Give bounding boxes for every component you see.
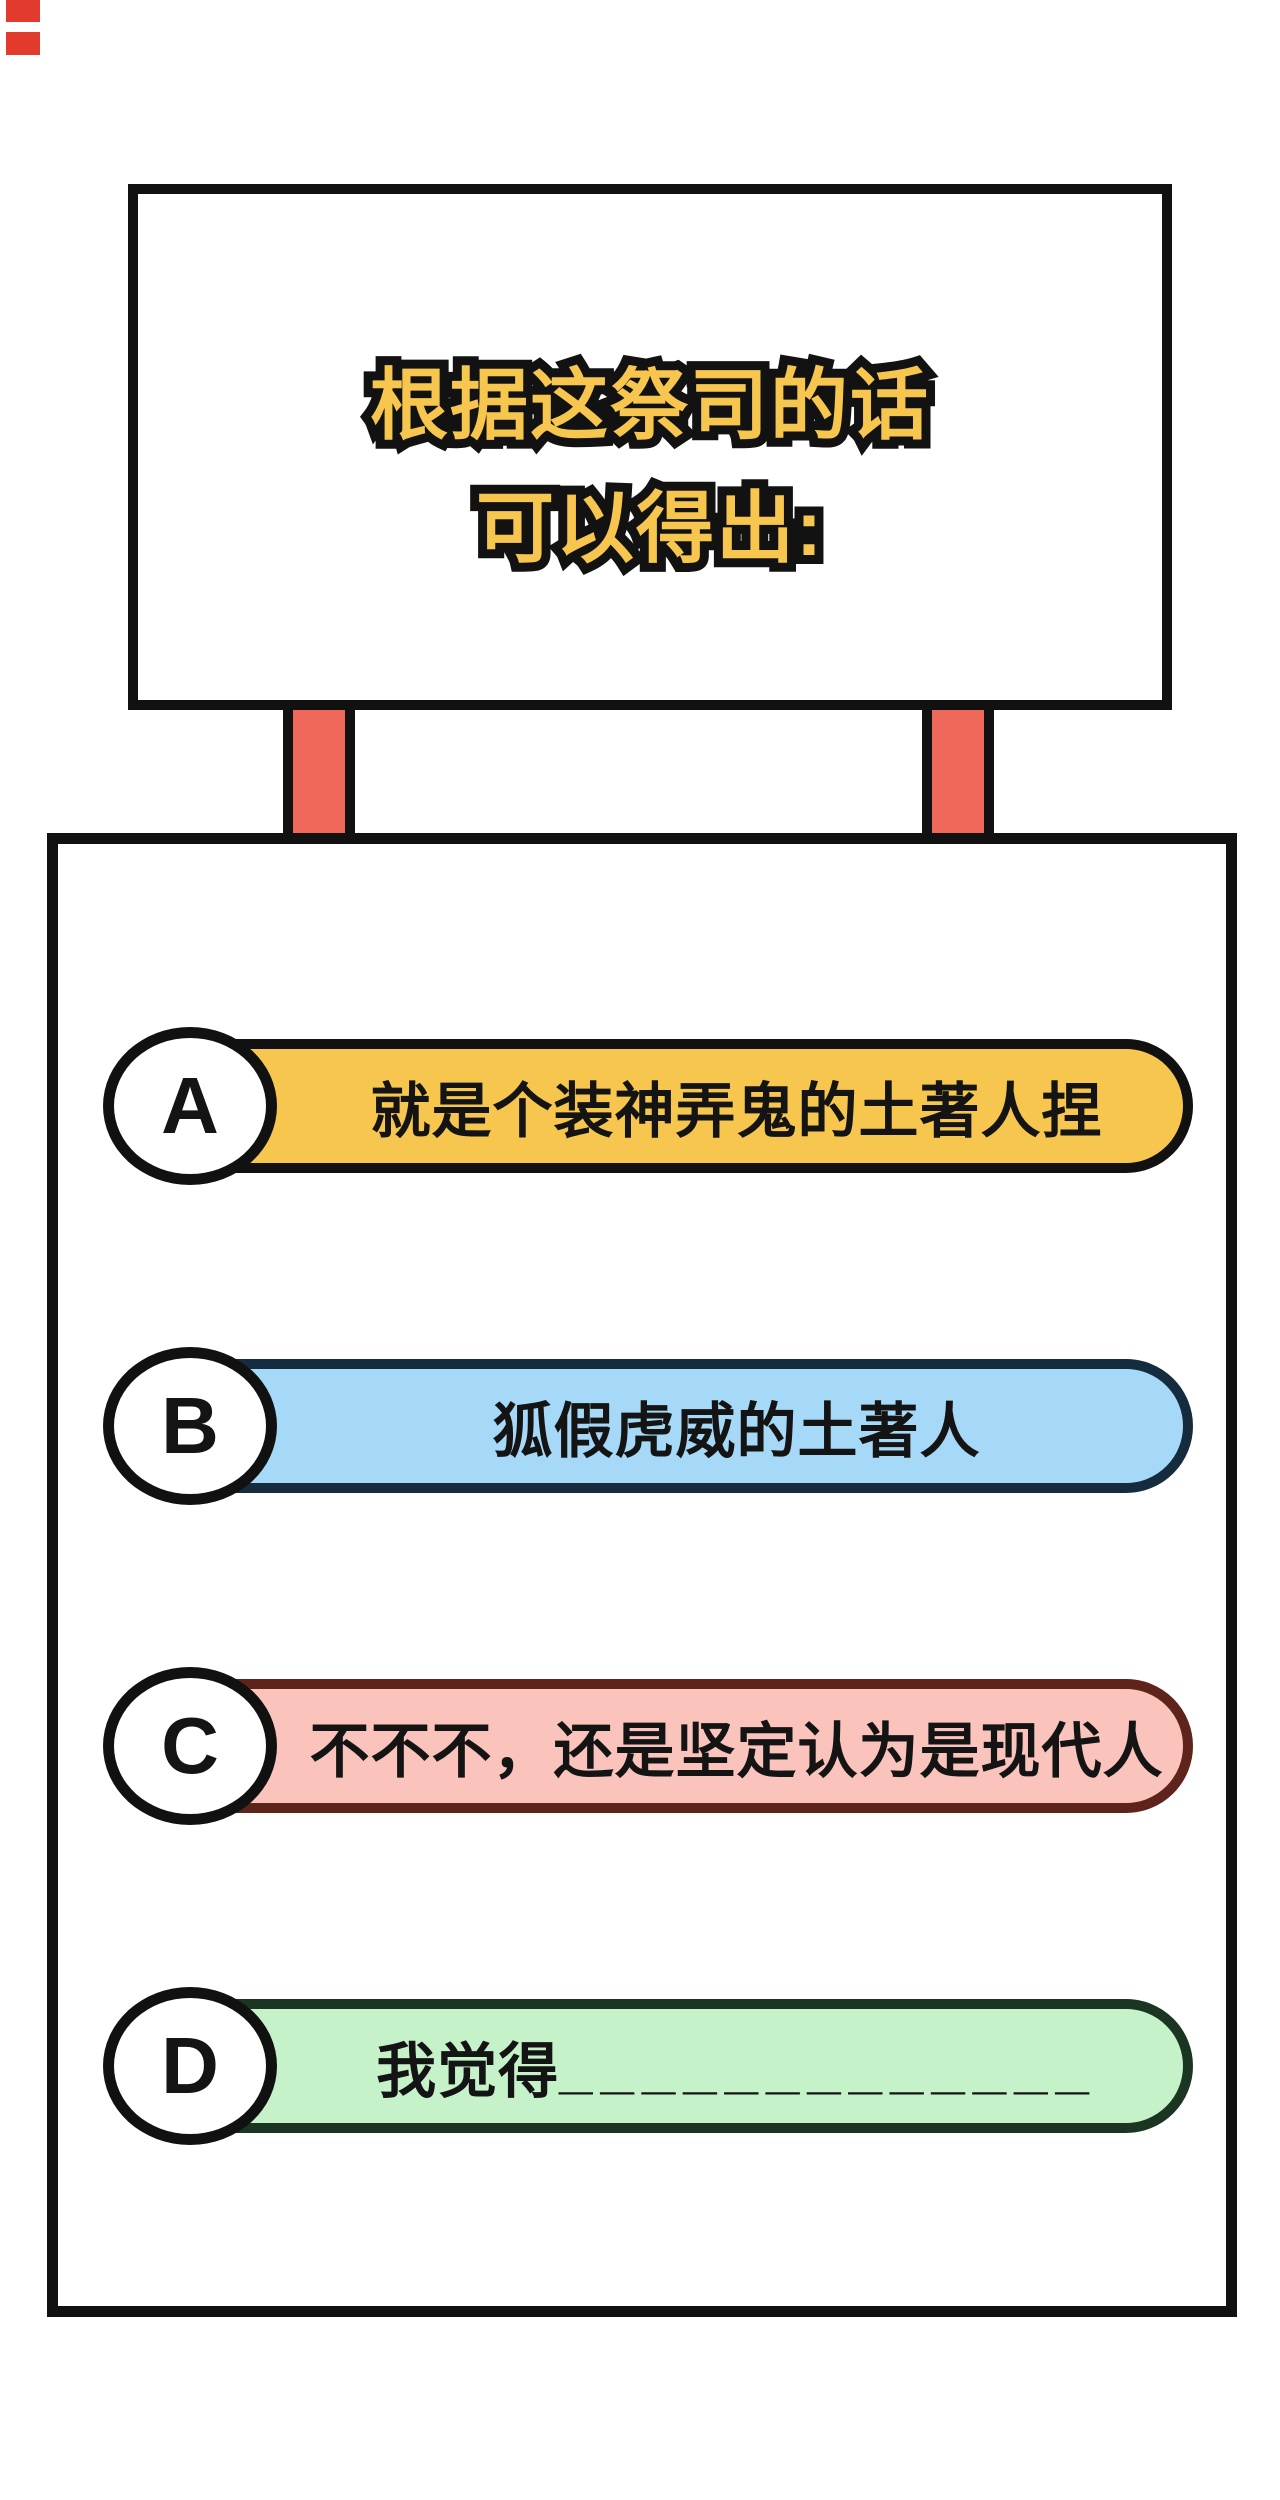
option-a-button[interactable]: 就是个装神弄鬼的土著人捏 (150, 1039, 1193, 1173)
option-a-letter: A (161, 1061, 219, 1150)
option-b-letter: B (161, 1381, 219, 1470)
option-c-letter: C (161, 1701, 219, 1790)
option-b-button[interactable]: 狐假虎威的土著人 (150, 1359, 1193, 1493)
option-c-label: 不不不，还是坚定认为是现代人 (309, 1717, 1164, 1785)
option-d-blank-line: _____________ (559, 2032, 1097, 2100)
option-a-label: 就是个装神弄鬼的土著人捏 (370, 1077, 1103, 1145)
option-d-button[interactable]: 我觉得_____________ (150, 1999, 1193, 2133)
question-title-line2: 可以得出: (138, 467, 1162, 590)
option-a-letter-badge[interactable]: A (103, 1027, 277, 1185)
sign-post-right (922, 700, 994, 840)
option-d-label: 我觉得 (376, 2037, 560, 2105)
option-d-letter-badge[interactable]: D (103, 1987, 277, 2145)
page-corner-mark-top (6, 0, 40, 22)
question-title-line1-text: 根据这祭司的话 (370, 344, 930, 467)
option-b-label: 狐假虎威的土著人 (492, 1397, 981, 1465)
question-title: 根据这祭司的话 可以得出: (138, 344, 1162, 590)
page-corner-mark-bottom (6, 32, 40, 55)
option-c-letter-badge[interactable]: C (103, 1667, 277, 1825)
option-b-letter-badge[interactable]: B (103, 1347, 277, 1505)
question-title-line2-text: 可以得出: (476, 467, 824, 590)
option-c-button[interactable]: 不不不，还是坚定认为是现代人 (150, 1679, 1193, 1813)
sign-post-left (283, 700, 355, 840)
question-title-line1: 根据这祭司的话 (138, 344, 1162, 467)
option-d-letter: D (161, 2021, 219, 2110)
question-sign-board: 根据这祭司的话 可以得出: (128, 184, 1172, 710)
